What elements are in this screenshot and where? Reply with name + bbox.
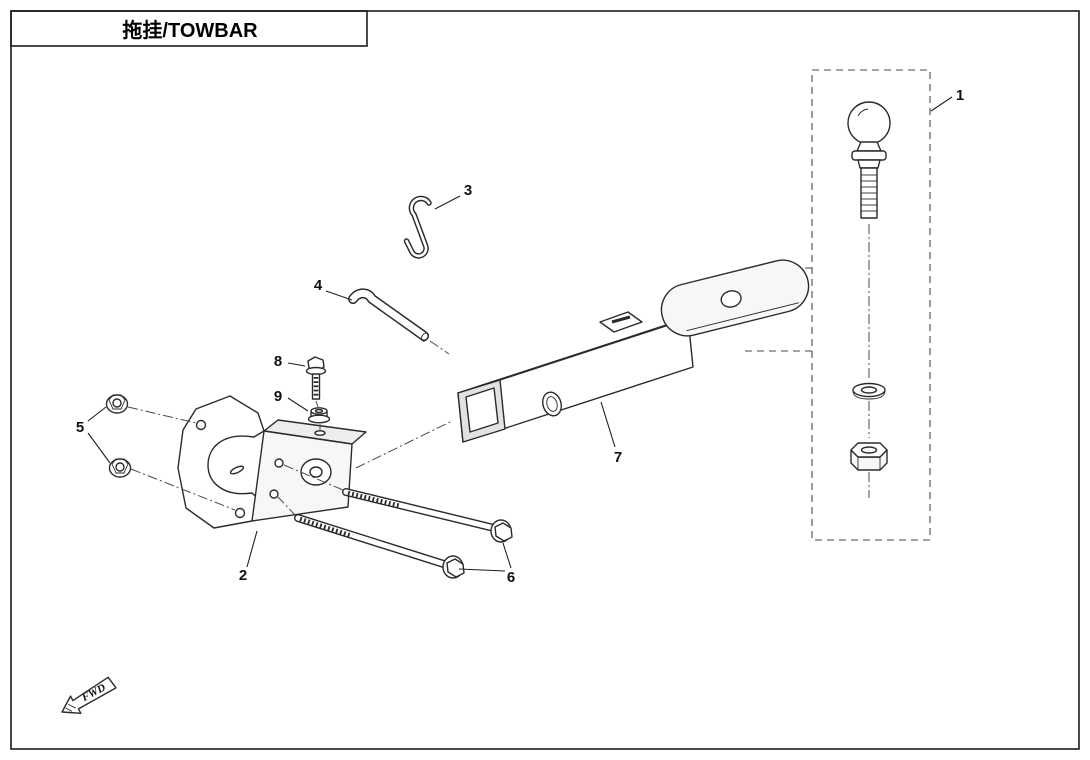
part-3-r-clip	[403, 195, 432, 259]
part-5-flange-nuts	[105, 394, 236, 511]
washer	[852, 382, 886, 400]
bracket-top-hole	[314, 430, 326, 436]
callout-6: 6	[507, 569, 515, 586]
callout-5: 5	[76, 419, 84, 436]
callouts: 1 2 3 4 5 6 7 8 9	[76, 87, 964, 586]
bracket-ear-hole-top	[195, 419, 207, 431]
part-8-bolt	[305, 356, 327, 408]
tube-pin-hole	[542, 391, 562, 417]
callout-7: 7	[614, 449, 622, 466]
tube-tab	[599, 311, 643, 333]
callout-1: 1	[956, 87, 964, 104]
part-7-towbar-tube	[457, 259, 810, 443]
callout-2: 2	[239, 567, 247, 584]
fwd-arrow: FWD	[61, 676, 117, 715]
part-6-bolts	[276, 464, 513, 579]
flange-nut-top	[105, 394, 129, 414]
bracket-bolt-hole-2	[269, 489, 279, 499]
bolt-upper	[342, 488, 513, 543]
hitch-ball	[847, 101, 891, 145]
hex-nut	[850, 442, 888, 471]
ball-mount-plate	[660, 259, 810, 337]
part-1-hitch-ball-assembly	[742, 69, 931, 541]
ball-mount-hole	[720, 290, 742, 308]
callout-8: 8	[274, 353, 282, 370]
fwd-arrow-shape	[61, 676, 117, 715]
callout-9: 9	[274, 388, 282, 405]
bracket-ear-hole-bottom	[234, 507, 246, 519]
leader-lines	[87, 96, 953, 572]
diagram-title: 拖挂/TOWBAR	[122, 18, 258, 42]
page-border	[10, 10, 1080, 750]
bracket-plate	[177, 395, 265, 529]
title-box-frame	[10, 10, 368, 47]
part-4-hitch-pin	[348, 288, 450, 355]
detail-dashed-box	[811, 69, 931, 541]
callout-3: 3	[464, 182, 472, 199]
flange-nut-bottom	[108, 458, 132, 478]
part-9-flange-nut	[307, 407, 331, 431]
bracket-bolt-hole-1	[274, 458, 284, 468]
callout-4: 4	[314, 277, 323, 294]
part-2-bracket	[177, 395, 453, 529]
stud-threads	[861, 174, 877, 212]
title-box: 拖挂/TOWBAR	[10, 10, 368, 47]
bolt-lower	[294, 514, 465, 579]
